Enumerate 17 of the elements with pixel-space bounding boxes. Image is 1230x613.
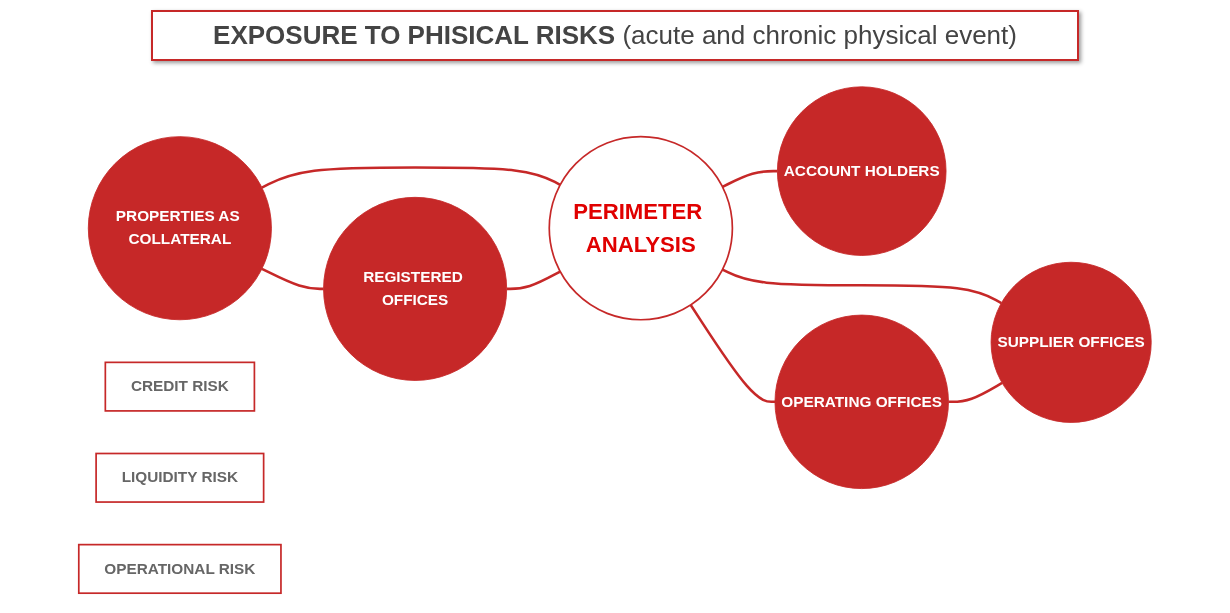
node-circle: PROPERTIES AS COLLATERAL bbox=[87, 136, 272, 321]
node-box: OPERATIONAL RISK bbox=[77, 543, 282, 595]
node-box: LIQUIDITY RISK bbox=[95, 452, 265, 503]
connector bbox=[689, 304, 775, 404]
connector bbox=[506, 270, 561, 291]
node-circle: REGISTERED OFFICES bbox=[323, 196, 508, 381]
node-circle: PERIMETER ANALYSIS bbox=[548, 135, 734, 321]
node-circle: OPERATING OFFICES bbox=[774, 314, 949, 489]
connector bbox=[948, 381, 1003, 404]
connector bbox=[261, 267, 324, 291]
node-circle: ACCOUNT HOLDERS bbox=[776, 86, 947, 256]
connector bbox=[721, 169, 778, 189]
node-circle: SUPPLIER OFFICES bbox=[990, 261, 1152, 423]
connector bbox=[261, 166, 561, 189]
connector bbox=[721, 268, 1002, 305]
node-box: CREDIT RISK bbox=[104, 361, 256, 412]
title-banner: EXPOSURE TO PHISICAL RISKS (acute and chronic physical event) bbox=[151, 10, 1079, 61]
